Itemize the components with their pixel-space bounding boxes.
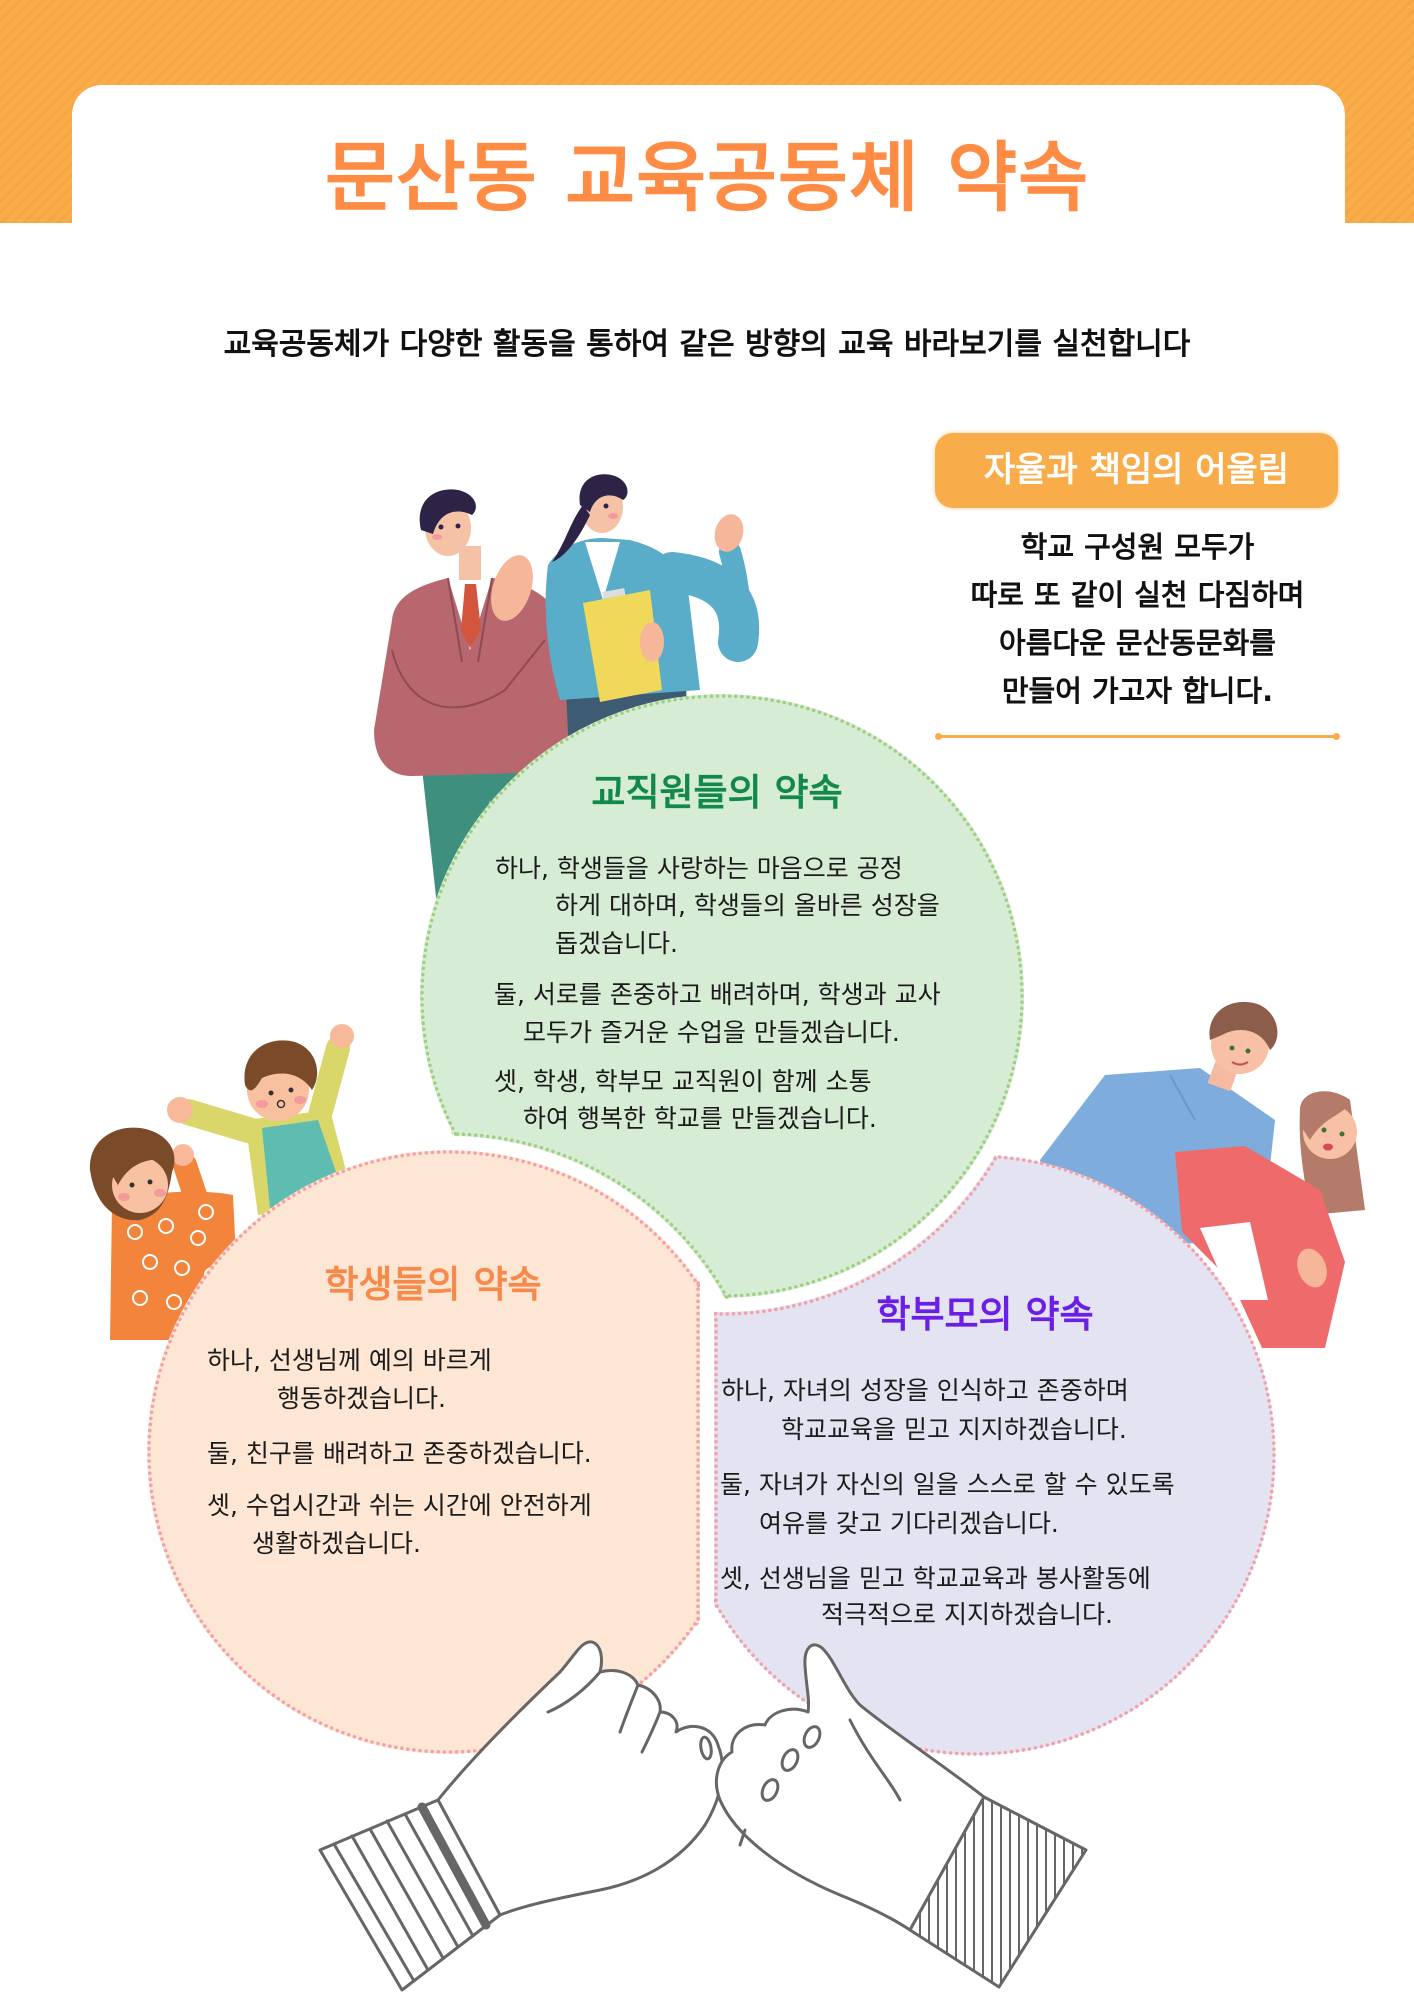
parents-pledge-title: 학부모의 약속	[876, 1293, 1094, 1336]
pledge-line: 여유를 갖고 기다리겠습니다.	[759, 1509, 1059, 1538]
pledge-line: 셋, 학생, 학부모 교직원이 함께 소통	[494, 1067, 872, 1096]
pledge-line: 둘, 자녀가 자신의 일을 스스로 할 수 있도록	[720, 1470, 1175, 1499]
motto-divider	[935, 733, 1340, 740]
pledge-line: 적극적으로 지지하겠습니다.	[821, 1600, 1113, 1629]
pledge-line: 모두가 즐거운 수업을 만들겠습니다.	[523, 1018, 900, 1047]
pledge-line: 학교교육을 믿고 지지하겠습니다.	[781, 1415, 1127, 1444]
motto-line: 만들어 가고자 합니다.	[1001, 674, 1274, 708]
pledge-line: 하나, 선생님께 예의 바르게	[207, 1346, 492, 1375]
pledge-line: 생활하겠습니다.	[252, 1529, 421, 1558]
pledge-line: 돕겠습니다.	[555, 929, 678, 958]
staff-pledge-title: 교직원들의 약속	[591, 771, 843, 814]
pledge-line: 하나, 학생들을 사랑하는 마음으로 공정	[495, 854, 903, 883]
motto-line: 따로 또 같이 실천 다짐하며	[970, 578, 1305, 612]
students-pledge-title: 학생들의 약속	[324, 1263, 542, 1306]
page-title: 문산동 교육공동체 약속	[324, 133, 1090, 222]
motto-text: 학교 구성원 모두가 따로 또 같이 실천 다짐하며 아름다운 문산동문화를 만…	[930, 523, 1345, 715]
pledge-line: 하나, 자녀의 성장을 인식하고 존중하며	[721, 1376, 1129, 1405]
pledge-line: 하여 행복한 학교를 만들겠습니다.	[523, 1104, 877, 1133]
pledge-line: 셋, 수업시간과 쉬는 시간에 안전하게	[207, 1491, 592, 1520]
pledge-line: 셋, 선생님을 믿고 학교교육과 봉사활동에	[720, 1564, 1151, 1593]
subtitle: 교육공동체가 다양한 활동을 통하여 같은 방향의 교육 바라보기를 실천합니다	[223, 327, 1191, 362]
pledge-line: 둘, 친구를 배려하고 존중하겠습니다.	[207, 1439, 592, 1468]
pledge-line: 둘, 서로를 존중하고 배려하며, 학생과 교사	[494, 980, 941, 1009]
motto-line: 학교 구성원 모두가	[1020, 530, 1255, 564]
staff-circle	[419, 694, 1024, 1299]
header-card	[72, 85, 1345, 255]
pledge-line: 하게 대하며, 학생들의 올바른 성장을	[555, 891, 940, 920]
motto-badge: 자율과 책임의 어울림	[935, 433, 1338, 508]
pledge-line: 행동하겠습니다.	[277, 1384, 446, 1413]
motto-line: 아름다운 문산동문화를	[999, 626, 1276, 660]
